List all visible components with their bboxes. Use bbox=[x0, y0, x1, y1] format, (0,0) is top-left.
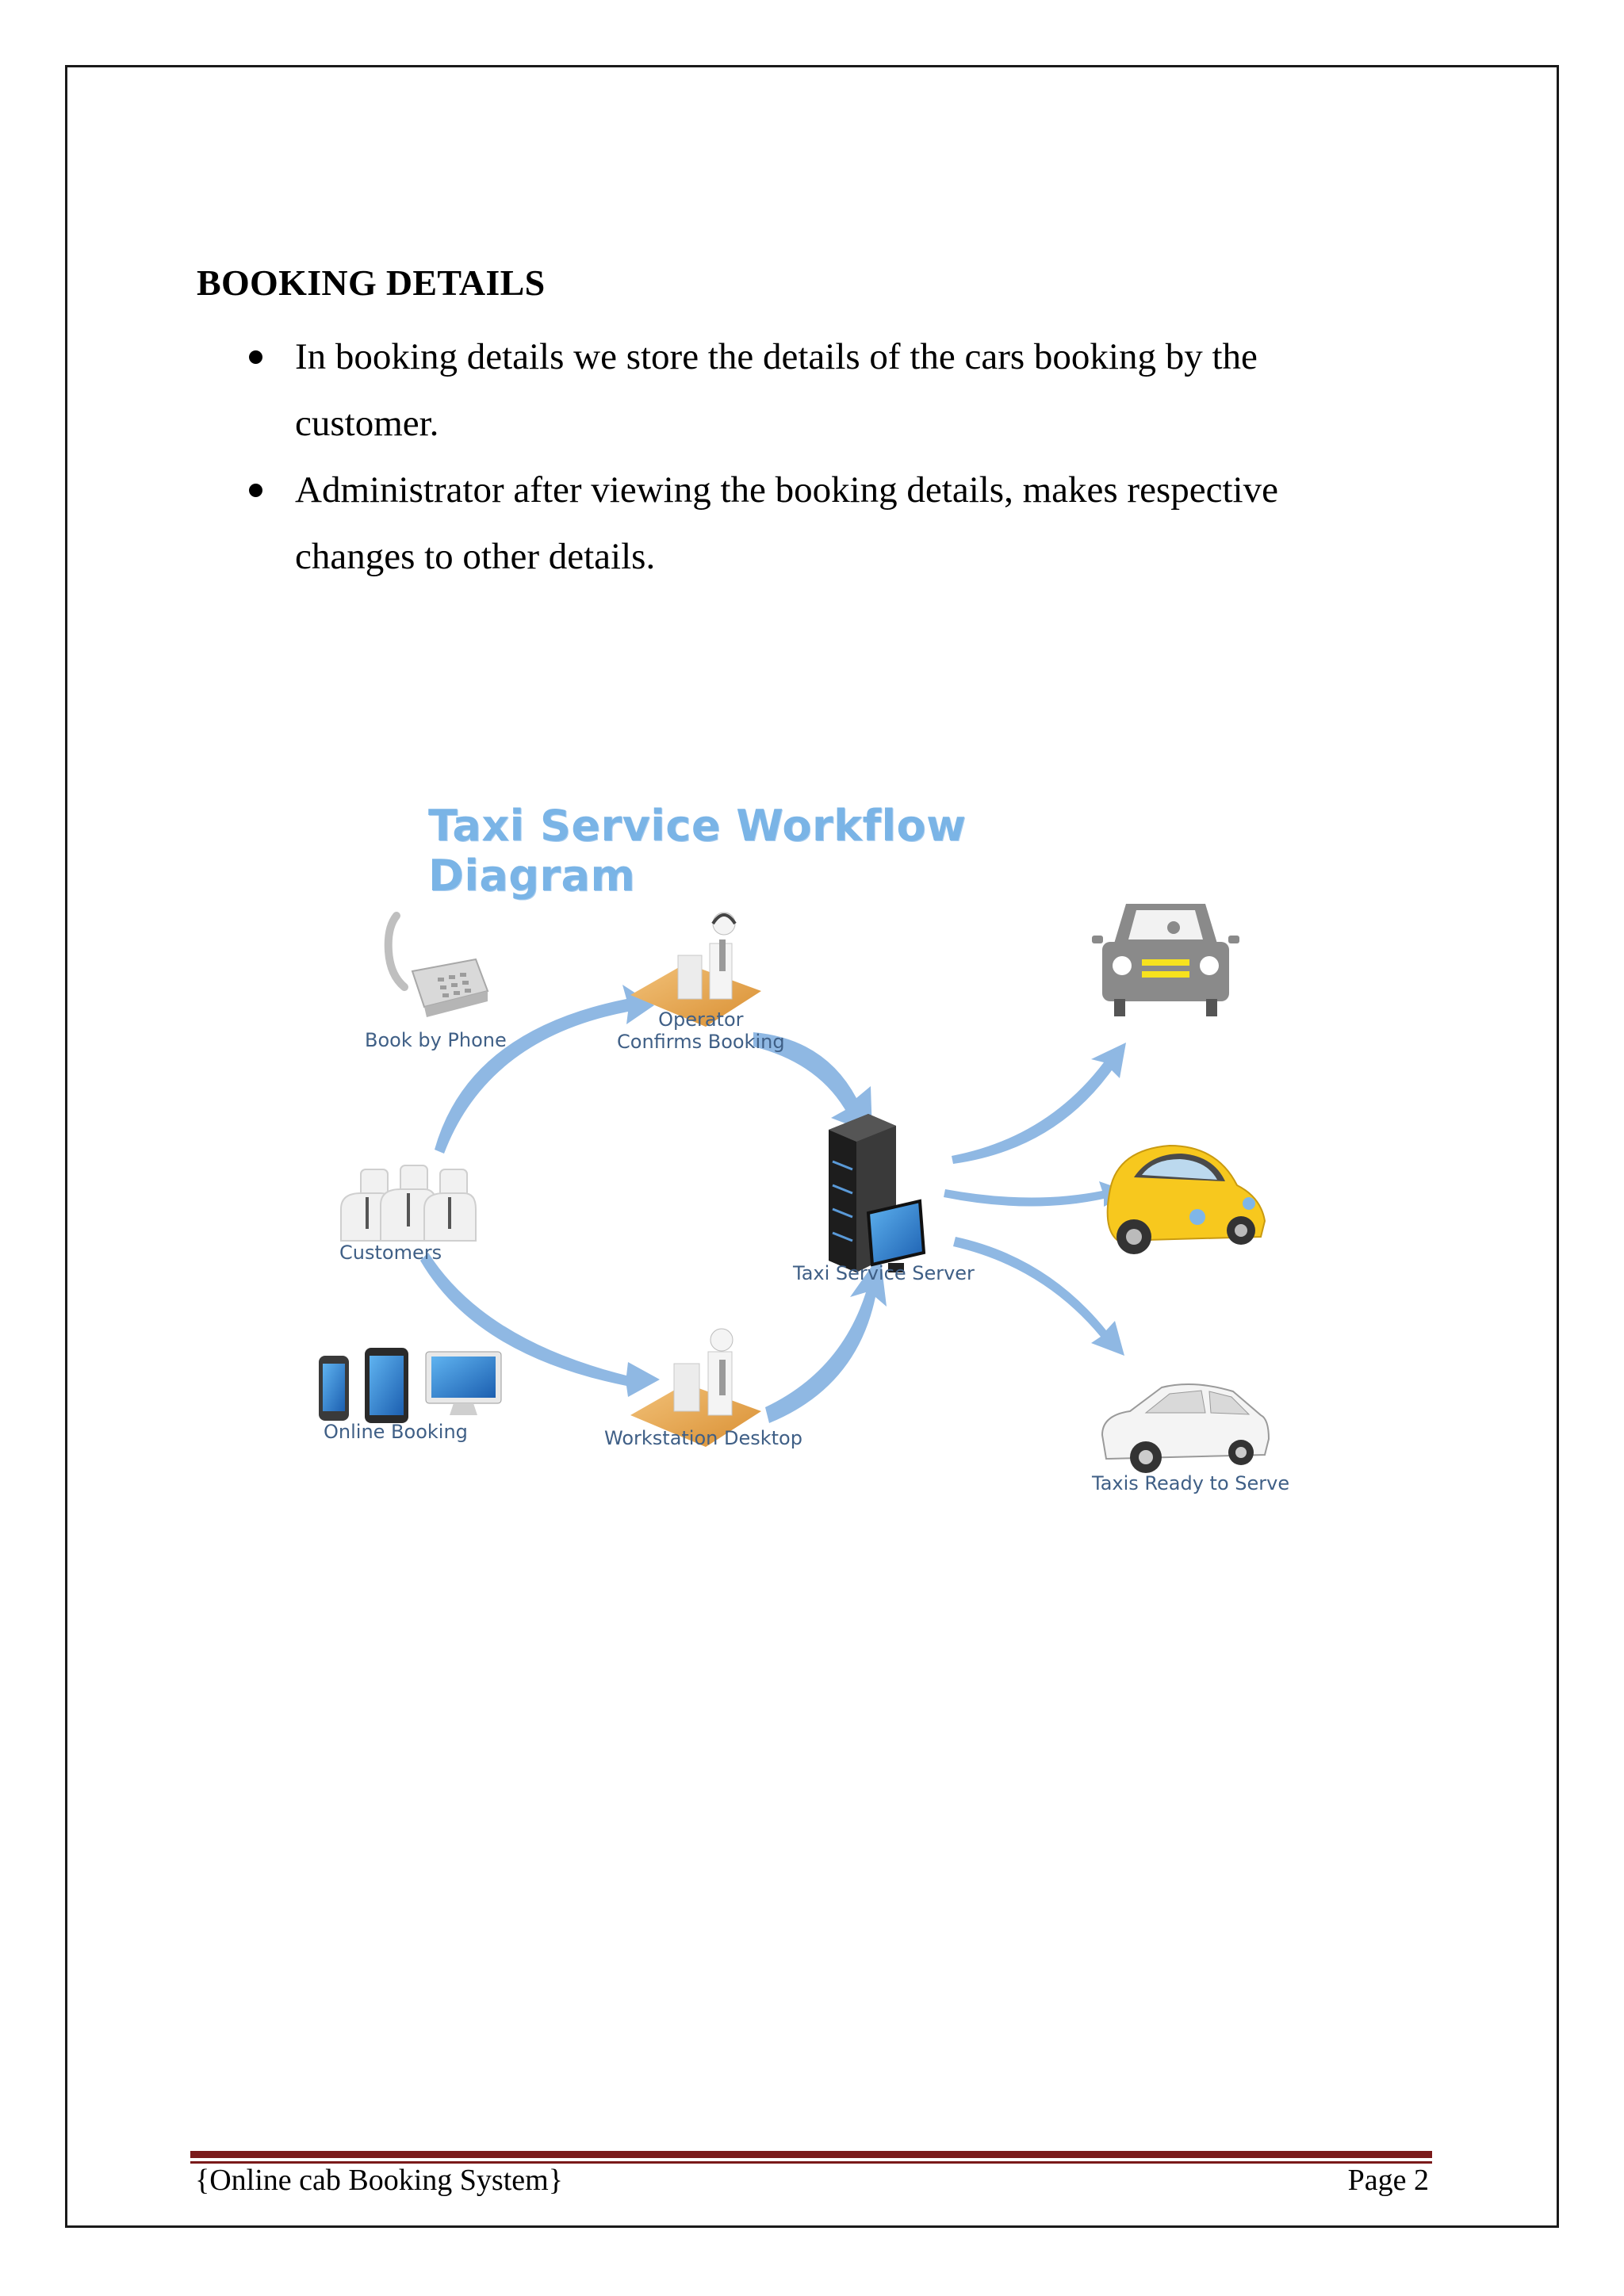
label-taxi-server: Taxi Service Server bbox=[793, 1262, 975, 1284]
bullet-list: In booking details we store the details … bbox=[238, 323, 1364, 590]
arrow-server-to-yellow-car bbox=[944, 1181, 1131, 1207]
label-customers: Customers bbox=[339, 1242, 442, 1264]
arrow-workstation-to-server bbox=[765, 1254, 887, 1423]
label-book-by-phone: Book by Phone bbox=[365, 1029, 507, 1051]
arrow-server-to-gray-car bbox=[952, 1043, 1126, 1164]
diagram-title: Taxi Service Workflow Diagram bbox=[428, 801, 967, 901]
footer-title: {Online cab Booking System} bbox=[195, 2164, 563, 2197]
label-online-booking: Online Booking bbox=[324, 1421, 468, 1443]
workflow-diagram: Taxi Service Workflow Diagram bbox=[301, 801, 1586, 2069]
arrow-customers-to-phone-operator bbox=[435, 985, 654, 1154]
workstation-desk-icon bbox=[630, 1328, 761, 1447]
page-number: Page 2 bbox=[1347, 2164, 1429, 2197]
operator-desk-icon bbox=[630, 912, 761, 1027]
yellow-car-icon bbox=[1106, 1144, 1266, 1254]
arrow-server-to-white-car bbox=[953, 1237, 1124, 1356]
arrow-customers-to-workstation bbox=[420, 1253, 660, 1397]
label-workstation: Workstation Desktop bbox=[604, 1427, 802, 1449]
page-border bbox=[65, 65, 1559, 2228]
server-icon bbox=[829, 1114, 926, 1272]
customers-icon bbox=[340, 1165, 477, 1242]
phone-icon bbox=[384, 912, 489, 1017]
diagram-graphics bbox=[319, 904, 1270, 1473]
label-operator-line1: Operator bbox=[658, 1008, 744, 1031]
online-booking-devices-icon bbox=[319, 1348, 502, 1423]
footer-rule bbox=[190, 2151, 1432, 2158]
bullet-item: In booking details we store the details … bbox=[238, 323, 1364, 457]
label-operator: Operator Confirms Booking bbox=[617, 1008, 785, 1053]
label-taxis-ready: Taxis Ready to Serve bbox=[1092, 1472, 1290, 1494]
footer-rule-thin bbox=[190, 2161, 1432, 2164]
bullet-item: Administrator after viewing the booking … bbox=[238, 457, 1364, 590]
white-car-icon bbox=[1101, 1383, 1270, 1473]
gray-car-icon bbox=[1092, 904, 1239, 1016]
section-heading: BOOKING DETAILS bbox=[197, 262, 546, 303]
label-operator-line2: Confirms Booking bbox=[617, 1031, 785, 1053]
